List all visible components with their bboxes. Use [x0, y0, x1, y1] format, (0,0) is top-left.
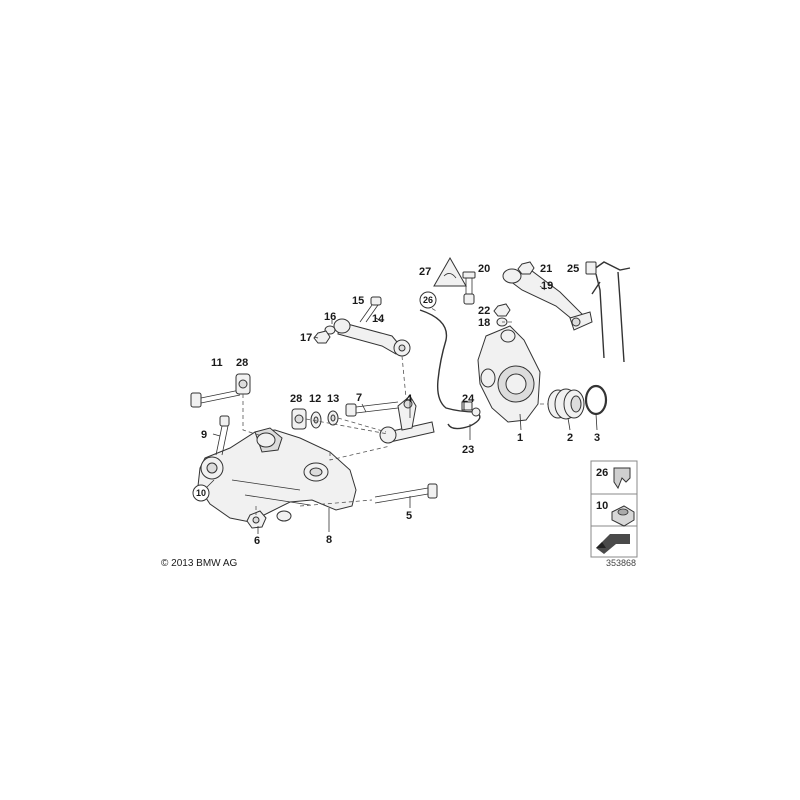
label-28-left: 28	[236, 357, 248, 369]
label-12: 12	[309, 393, 321, 405]
circlip-3[interactable]	[584, 384, 608, 416]
part-labels: 1 2 3 4 5 6 7 8 9 11 12 13 14 15 16 17 1…	[192, 263, 600, 547]
label-27: 27	[419, 266, 431, 278]
legend-label-26: 26	[596, 467, 608, 479]
bolt-11[interactable]	[190, 389, 241, 408]
label-6: 6	[254, 535, 260, 547]
document-number: 353868	[606, 558, 636, 568]
label-15: 15	[352, 295, 364, 307]
guide-arm-4[interactable]	[379, 395, 435, 444]
washer-12[interactable]	[310, 411, 322, 429]
label-20: 20	[478, 263, 490, 275]
wishbone-19[interactable]	[502, 267, 593, 331]
label-28-center: 28	[290, 393, 302, 405]
label-5: 5	[406, 510, 412, 522]
washer-13[interactable]	[327, 410, 339, 426]
label-26-circle	[419, 291, 437, 309]
label-17: 17	[300, 332, 312, 344]
bolt-15[interactable]	[359, 296, 382, 323]
label-11: 11	[211, 357, 223, 369]
legend-label-10: 10	[596, 500, 608, 512]
bolt-7[interactable]	[345, 401, 399, 417]
label-23: 23	[462, 444, 474, 456]
wheel-speed-sensor-24[interactable]	[463, 401, 473, 411]
label-21: 21	[540, 263, 552, 275]
label-24: 24	[462, 393, 475, 405]
label-16: 16	[324, 311, 336, 323]
bolt-20[interactable]	[462, 271, 476, 305]
label-9: 9	[201, 429, 207, 441]
washer-16[interactable]	[324, 325, 336, 335]
nut-21[interactable]	[517, 261, 535, 275]
wheel-bearing-2[interactable]	[547, 388, 585, 420]
warning-label-27[interactable]	[433, 256, 467, 287]
nut-6[interactable]	[246, 510, 267, 529]
label-19: 19	[541, 280, 553, 292]
label-26: 26	[423, 295, 433, 305]
label-14: 14	[372, 313, 385, 325]
leader-lines	[205, 285, 598, 534]
arrow-icon	[596, 534, 630, 554]
label-25: 25	[567, 263, 579, 275]
abs-sensor-cable[interactable]	[419, 309, 481, 430]
label-2: 2	[567, 432, 573, 444]
bolt-5[interactable]	[374, 483, 438, 504]
nut-icon	[611, 505, 635, 527]
label-4: 4	[406, 393, 413, 405]
wheel-carrier-1[interactable]	[477, 325, 541, 423]
eccentric-bolt-28-left[interactable]	[235, 373, 251, 395]
bolt-9[interactable]	[215, 415, 230, 456]
nut-22[interactable]	[493, 303, 511, 317]
label-10: 10	[196, 488, 206, 498]
label-18: 18	[478, 317, 490, 329]
brake-line-bracket-25[interactable]	[585, 261, 631, 363]
label-13: 13	[327, 393, 339, 405]
copyright-text: © 2013 BMW AG	[161, 558, 238, 569]
clip-icon	[613, 467, 631, 490]
label-22: 22	[478, 305, 490, 317]
label-8: 8	[326, 534, 332, 546]
label-10-circle	[192, 484, 210, 502]
nut-17[interactable]	[313, 330, 331, 344]
label-1: 1	[517, 432, 523, 444]
tension-strut-14[interactable]	[333, 318, 411, 357]
subframe-bushing[interactable]	[200, 456, 224, 480]
rear-axle-carrier[interactable]	[197, 427, 357, 523]
label-3: 3	[594, 432, 600, 444]
legend-panel: 26 10	[590, 460, 638, 558]
eccentric-bolt-28-center[interactable]	[291, 408, 307, 430]
label-7: 7	[356, 392, 362, 404]
